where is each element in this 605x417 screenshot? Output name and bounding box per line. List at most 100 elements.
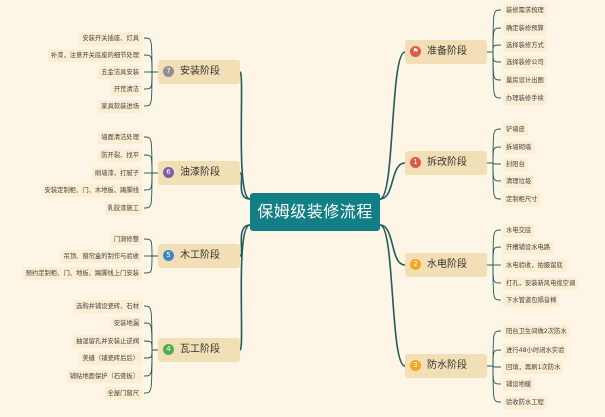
leaf-item[interactable]: 抽湿留孔并安装止逆阀	[73, 334, 142, 348]
stage-label: 油漆阶段	[180, 167, 220, 178]
stage-label: 准备阶段	[427, 46, 467, 57]
stage-node[interactable]: 3 防水阶段	[405, 354, 487, 378]
leaf-item[interactable]: 量房设计出图	[503, 73, 547, 87]
stage-label: 安装阶段	[180, 66, 220, 77]
stage-node[interactable]: ⚑ 准备阶段	[405, 40, 487, 64]
leaf-item[interactable]: 门洞修整	[110, 232, 142, 246]
connector-line	[143, 349, 153, 377]
connector-line	[239, 224, 251, 351]
stage-label: 拆改阶段	[427, 157, 467, 168]
leaf-item[interactable]: 封阳台	[503, 157, 528, 171]
connector-line	[379, 51, 406, 200]
leaf-item[interactable]: 家具软装进场	[98, 99, 142, 113]
connector-line	[492, 27, 502, 53]
leaf-item[interactable]: 清理垃圾	[503, 174, 535, 188]
stage-node[interactable]: 2 水电阶段	[405, 253, 487, 277]
leaf-item[interactable]: 吊顶、窗帘盒的制作与验收	[60, 249, 142, 263]
leaf-item[interactable]: 选择装修公司	[503, 55, 547, 69]
connector-line	[143, 71, 153, 107]
leaf-item[interactable]: 补漆，注意开关底座的细节处理	[47, 48, 142, 62]
connector-line	[143, 349, 153, 394]
connector-line	[492, 330, 502, 367]
leaf-item[interactable]: 水电验收，拍摄留底	[503, 258, 566, 272]
leaf-item[interactable]: 定制柜尺寸	[503, 192, 541, 206]
stage-node[interactable]: 6 油漆阶段	[158, 161, 240, 185]
stage-node[interactable]: 4 瓦工阶段	[158, 338, 240, 362]
stage-number-badge: 3	[410, 359, 421, 371]
leaf-item[interactable]: 回填，再刷1次防水	[503, 360, 564, 374]
connector-line	[143, 340, 153, 351]
leaf-item[interactable]: 装修需求梳理	[503, 3, 547, 17]
connector-line	[379, 162, 406, 200]
leaf-item[interactable]: 铺设地暖	[503, 377, 535, 391]
stage-number-badge: 4	[163, 343, 174, 355]
connector-line	[143, 172, 153, 191]
stage-number-badge: 5	[163, 249, 174, 261]
leaf-item[interactable]: 防开裂、找平	[98, 148, 142, 162]
connector-line	[492, 264, 502, 284]
connector-line	[143, 238, 153, 257]
connector-line	[379, 224, 406, 266]
leaf-item[interactable]: 铲墙皮	[503, 122, 528, 136]
leaf-item[interactable]: 铺贴地面保护（石膏板）	[66, 369, 142, 383]
stage-label: 防水阶段	[427, 360, 467, 371]
stage-label: 瓦工阶段	[180, 344, 220, 355]
connector-line	[492, 365, 502, 385]
leaf-item[interactable]: 五金洁具安装	[98, 65, 142, 79]
stage-label: 水电阶段	[427, 259, 467, 270]
connector-line	[143, 305, 153, 351]
leaf-item[interactable]: 开荒清洁	[110, 82, 142, 96]
leaf-item[interactable]: 选择装修方式	[503, 38, 547, 52]
leaf-item[interactable]: 水电交底	[503, 223, 535, 237]
stage-number-badge: 6	[163, 166, 174, 178]
leaf-item[interactable]: 选购并铺设瓷砖、石材	[73, 299, 142, 313]
leaf-item[interactable]: 阳台卫生间做2次防水	[503, 324, 570, 338]
stage-number-badge: 7	[163, 65, 174, 77]
connector-line	[492, 365, 502, 403]
leaf-item[interactable]: 办理装修手续	[503, 91, 547, 105]
leaf-item[interactable]: 安装定制柜、门、木地板、踢脚线	[41, 183, 142, 197]
leaf-item[interactable]: 全屋门窗尺	[104, 386, 142, 400]
leaf-item[interactable]: 打孔，安装新风电缆空调	[503, 276, 579, 290]
connector-line	[492, 51, 502, 63]
stage-node[interactable]: 7 安装阶段	[158, 60, 240, 84]
leaf-item[interactable]: 确定装修预算	[503, 21, 547, 35]
leaf-item[interactable]: 预约定制柜、门、地板、踢脚线上门安装	[22, 266, 142, 280]
leaf-item[interactable]: 刷墙漆、打腻子	[91, 166, 142, 180]
stage-number-badge: 2	[410, 258, 421, 270]
leaf-item[interactable]: 安装开关插座、灯具	[79, 31, 142, 45]
connector-line	[492, 349, 502, 367]
connector-line	[143, 54, 153, 73]
connector-line	[143, 322, 153, 351]
connector-line	[492, 44, 502, 53]
connector-line	[239, 71, 251, 200]
leaf-item[interactable]: 美缝（铺瓷砖后后）	[79, 351, 142, 365]
connector-line	[492, 162, 502, 182]
flag-icon-badge: ⚑	[410, 45, 421, 57]
connector-line	[143, 255, 153, 274]
leaf-item[interactable]: 验收防水工程	[503, 395, 547, 409]
leaf-item[interactable]: 墙面清洁处理	[98, 130, 142, 144]
connector-line	[492, 246, 502, 266]
connector-line	[492, 128, 502, 164]
connector-line	[143, 349, 153, 359]
connector-line	[239, 172, 251, 200]
leaf-item[interactable]: 乳胶漆施工	[104, 201, 142, 215]
connector-line	[239, 224, 251, 257]
leaf-item[interactable]: 下水管道包隔音棉	[503, 293, 560, 307]
connector-line	[143, 172, 153, 209]
connector-line	[492, 162, 502, 200]
leaf-item[interactable]: 进行48小时闭水实验	[503, 343, 568, 357]
central-topic[interactable]: 保姆级装修流程	[250, 193, 380, 231]
stage-number-badge: 1	[410, 156, 421, 168]
leaf-item[interactable]: 开槽铺设水电路	[503, 240, 554, 254]
connector-line	[143, 154, 153, 174]
stage-node[interactable]: 1 拆改阶段	[405, 151, 487, 175]
leaf-item[interactable]: 拆墙砌墙	[503, 140, 535, 154]
connector-line	[492, 264, 502, 301]
connector-line	[143, 71, 153, 90]
leaf-item[interactable]: 安装地漏	[110, 316, 142, 330]
connector-line	[492, 51, 502, 81]
